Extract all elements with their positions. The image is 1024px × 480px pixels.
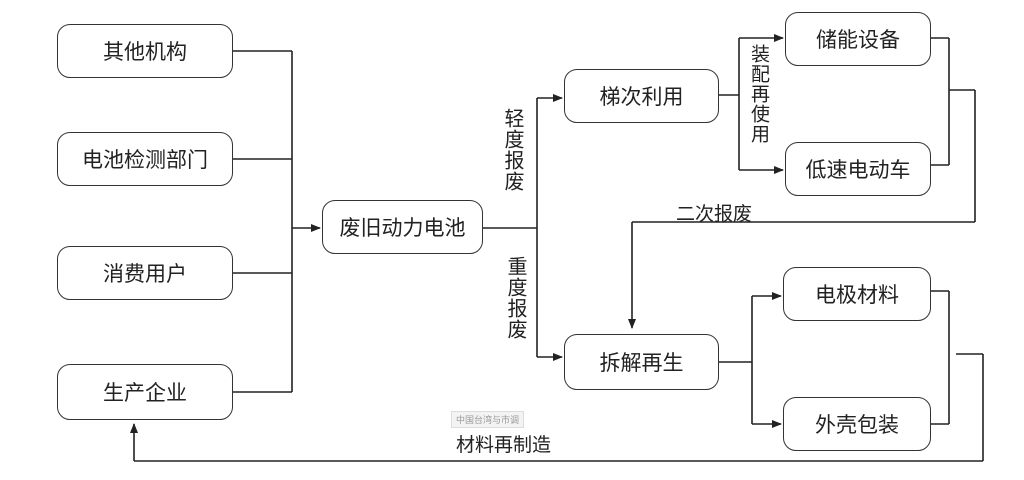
label-light-scrap: 轻度报废: [501, 108, 525, 192]
node-manufacturers: 生产企业: [57, 364, 233, 420]
label-heavy-scrap: 重度报废: [504, 256, 528, 340]
node-cascade-utilization: 梯次利用: [564, 69, 719, 123]
node-dismantle-regenerate: 拆解再生: [564, 334, 719, 390]
label-assemble-reuse: 装配再使用: [748, 44, 770, 144]
node-consumers: 消费用户: [57, 246, 233, 300]
node-low-speed-ev: 低速电动车: [785, 142, 931, 196]
node-other-institutions: 其他机构: [57, 24, 233, 78]
node-battery-testing-dept: 电池检测部门: [57, 132, 233, 186]
node-electrode-material: 电极材料: [783, 267, 931, 321]
node-shell-packaging: 外壳包装: [783, 397, 931, 451]
label-secondary-scrap: 二次报废: [676, 203, 753, 225]
node-energy-storage: 储能设备: [785, 12, 931, 66]
label-material-remanufacture: 材料再制造: [456, 434, 552, 456]
watermark: 中国台湾与市调: [451, 411, 525, 428]
node-waste-power-battery: 废旧动力电池: [322, 200, 483, 254]
